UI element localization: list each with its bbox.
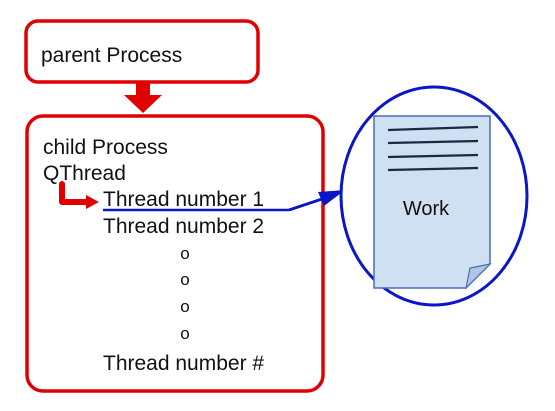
child-process-title: child Process [43,136,168,159]
ellipsis-mark: o [180,244,189,263]
qthread-label: QThread [43,162,126,185]
thread-number-last: Thread number # [103,352,264,375]
ellipsis-mark: o [180,270,189,289]
ellipsis-mark: o [180,297,189,316]
blue-arrow-icon [103,190,345,212]
parent-process-box: parent Process [24,19,260,84]
work-circle: Work [339,85,529,307]
thread-number-2: Thread number 2 [103,215,264,238]
thread-number-1: Thread number 1 [103,188,264,211]
parent-process-label: parent Process [41,44,182,67]
red-down-arrow-icon [124,83,162,113]
red-bent-arrow-icon [59,181,99,209]
ellipsis-mark: o [180,324,189,343]
child-process-border [25,114,325,393]
document-icon [373,115,492,290]
work-label: Work [403,198,450,220]
child-process-box: child Process QThread Thread number 1 Th… [25,114,325,393]
parent-process-border [24,19,260,84]
